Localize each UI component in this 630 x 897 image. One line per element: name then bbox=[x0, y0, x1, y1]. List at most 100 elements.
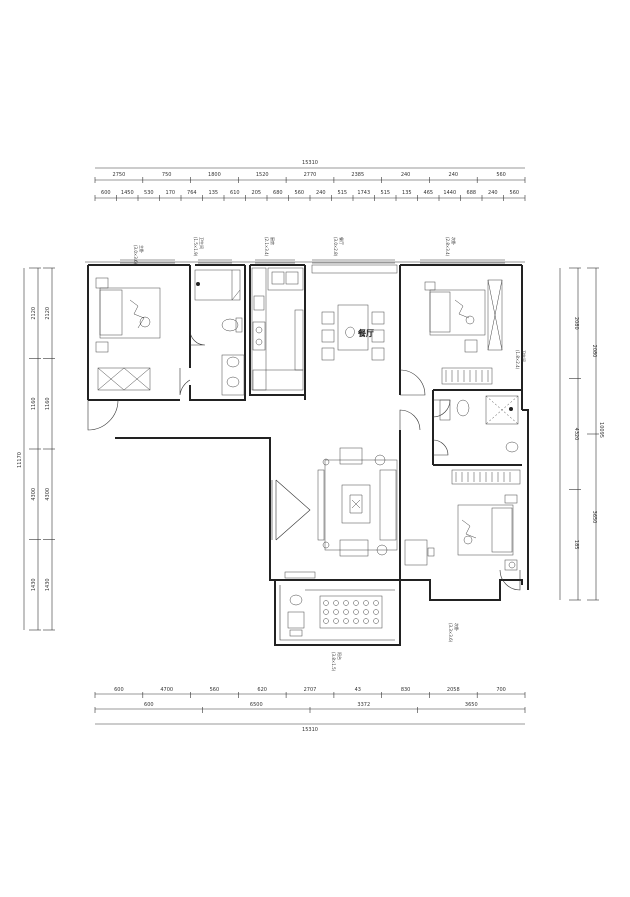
dimension-label: 530 bbox=[144, 190, 154, 196]
bed bbox=[99, 287, 161, 339]
dining-table bbox=[337, 304, 369, 351]
dimension-label: 3372 bbox=[357, 702, 370, 708]
right-total-dimension: 10095 bbox=[598, 422, 604, 438]
dimension-label: 4300 bbox=[31, 488, 37, 501]
dimension-label: 205 bbox=[252, 190, 262, 196]
vanity bbox=[221, 354, 245, 396]
dimension-label: 2080 bbox=[591, 345, 597, 358]
room-label-name: 主卧 bbox=[139, 245, 145, 253]
wardrobe bbox=[97, 367, 151, 391]
plant-pot bbox=[323, 600, 329, 606]
dimension-label: 1520 bbox=[256, 172, 269, 178]
tv-cabinet bbox=[317, 469, 325, 541]
counter-left bbox=[251, 267, 267, 391]
dimension-label: 4700 bbox=[160, 687, 173, 693]
dimension-label: 560 bbox=[510, 190, 520, 196]
stove-burner bbox=[255, 338, 263, 346]
dimension-label: 135 bbox=[402, 190, 412, 196]
sink bbox=[289, 594, 303, 606]
dimension-label: 1430 bbox=[31, 578, 37, 591]
bathroom-2: 卫生间 (1.8×2.4) bbox=[439, 350, 527, 453]
living-room bbox=[284, 447, 398, 579]
third-bedroom: 次卧 (3.3×3.6) bbox=[404, 469, 521, 643]
plant-rack bbox=[319, 595, 383, 629]
dimension-label: 610 bbox=[230, 190, 240, 196]
dimension-label: 515 bbox=[381, 190, 391, 196]
nightstand bbox=[504, 559, 518, 571]
sink bbox=[226, 376, 240, 388]
coffee-table bbox=[341, 484, 371, 524]
flower-icon bbox=[345, 326, 355, 338]
plant-pot bbox=[373, 609, 379, 615]
nightstand bbox=[504, 494, 518, 504]
dimension-label: 2385 bbox=[351, 172, 364, 178]
plant-pot bbox=[333, 600, 339, 606]
desk bbox=[404, 539, 428, 566]
bottom-total-dimension: 15310 bbox=[302, 727, 318, 733]
bathroom-1: 卫生间 (1.5×1.9) bbox=[193, 237, 245, 396]
armchair bbox=[339, 539, 369, 557]
plant-pot bbox=[363, 618, 369, 624]
drain-icon bbox=[196, 282, 200, 286]
plant-pot bbox=[353, 600, 359, 606]
dimension-label: 600 bbox=[101, 190, 111, 196]
plant-pot bbox=[323, 618, 329, 624]
walls bbox=[85, 259, 529, 646]
plant-pot bbox=[353, 609, 359, 615]
dimension-label: 2080 bbox=[573, 317, 579, 330]
master-bedroom: 主卧 (3.0×3.6) bbox=[95, 245, 161, 391]
pillow bbox=[99, 289, 123, 336]
dimension-label: 240 bbox=[488, 190, 498, 196]
kitchen: 厨房 (2.1×3.4) bbox=[251, 237, 304, 391]
dimension-label: 3650 bbox=[591, 511, 597, 524]
stove-burner bbox=[255, 326, 263, 334]
dimension-label: 680 bbox=[273, 190, 283, 196]
shower-area bbox=[194, 269, 241, 301]
chair bbox=[321, 347, 335, 361]
dimension-label: 6500 bbox=[250, 702, 263, 708]
plant-pot bbox=[373, 618, 379, 624]
dimension-label: 240 bbox=[316, 190, 326, 196]
nightstand bbox=[95, 277, 109, 289]
room-label-name: 卫生间 bbox=[199, 237, 205, 249]
dining-center-label: 餐厅 bbox=[357, 328, 374, 338]
closet bbox=[451, 469, 521, 485]
dimension-label: 515 bbox=[338, 190, 348, 196]
dimension-label: 830 bbox=[401, 687, 411, 693]
nightstand bbox=[464, 339, 478, 353]
dining-area: 餐厅 餐厅 (3.0×2.8) bbox=[311, 237, 398, 361]
plant-pot bbox=[363, 600, 369, 606]
dimension-label: 3650 bbox=[465, 702, 478, 708]
dimension-label: 4320 bbox=[573, 428, 579, 441]
dimension-label: 2770 bbox=[304, 172, 317, 178]
wardrobe bbox=[487, 279, 503, 351]
drain-icon bbox=[509, 407, 513, 411]
room-label-size: (3.8×1.5) bbox=[331, 652, 336, 672]
dimension-label: 600 bbox=[114, 687, 124, 693]
chair bbox=[371, 311, 385, 325]
plant-pot bbox=[333, 618, 339, 624]
dimension-label: 465 bbox=[424, 190, 434, 196]
bed bbox=[429, 289, 486, 336]
plant-pot bbox=[373, 600, 379, 606]
top-total-dimension: 15310 bbox=[302, 160, 318, 166]
dimension-label: 1160 bbox=[31, 397, 37, 410]
side-table bbox=[376, 544, 388, 556]
dimension-label: 43 bbox=[355, 687, 361, 693]
nightstand bbox=[424, 281, 436, 291]
plant-pot bbox=[343, 600, 349, 606]
room-label-name: 餐厅 bbox=[339, 237, 345, 245]
dimension-label: 560 bbox=[496, 172, 506, 178]
dimension-label: 2750 bbox=[113, 172, 126, 178]
room-label-name: 次卧 bbox=[454, 623, 460, 631]
sofa bbox=[379, 469, 397, 541]
chair bbox=[371, 347, 385, 361]
armchair bbox=[339, 447, 363, 465]
dimension-label: 2120 bbox=[45, 307, 51, 320]
dimension-label: 700 bbox=[496, 687, 506, 693]
chair bbox=[321, 311, 335, 325]
